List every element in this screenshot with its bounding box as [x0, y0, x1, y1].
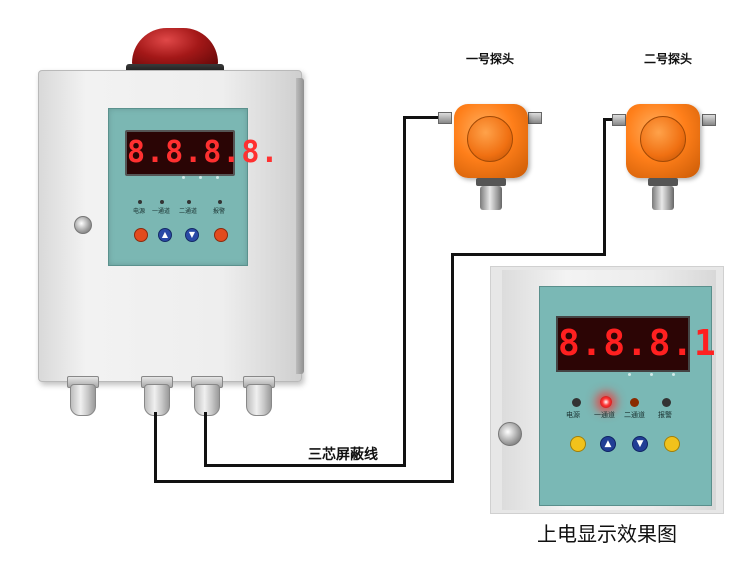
wire-label: 三芯屏蔽线 [308, 444, 378, 464]
display-indicator-dot [216, 176, 219, 179]
channel1-led [160, 200, 164, 204]
inset-display: 8.8.8.1 [556, 316, 690, 372]
display-indicator-dot [199, 176, 202, 179]
channel2-led [187, 200, 191, 204]
wire-segment [403, 116, 406, 467]
detector-nut [476, 178, 506, 186]
channel1-label: 一通道 [152, 206, 170, 215]
channel1-label: 一通道 [594, 410, 615, 420]
up-arrow-icon[interactable]: ▲ [600, 436, 616, 452]
detector-port [612, 114, 626, 126]
power-led [572, 398, 581, 407]
key-lock-icon [74, 216, 92, 234]
detector-2-cap [640, 116, 686, 162]
detector-1-sensor [480, 186, 502, 210]
detector-port [528, 112, 542, 124]
inset-caption: 上电显示效果图 [537, 518, 677, 547]
display-indicator-dot [182, 176, 185, 179]
detector-2-label: 二号探头 [644, 50, 692, 67]
display-indicator-dot [628, 373, 631, 376]
wire-segment [204, 412, 207, 466]
detector-port [438, 112, 452, 124]
cable-gland [246, 384, 272, 416]
alarm-label: 报警 [658, 410, 672, 420]
down-arrow-icon[interactable]: ▼ [632, 436, 648, 452]
wire-segment [204, 464, 406, 467]
display-indicator-dot [650, 373, 653, 376]
cable-gland [194, 384, 220, 416]
alarm-beacon [132, 28, 218, 68]
cable-gland [70, 384, 96, 416]
detector-1-label: 一号探头 [466, 50, 514, 67]
power-button-icon[interactable] [134, 228, 148, 242]
channel1-led-active [600, 396, 612, 408]
cabinet-side [296, 78, 304, 374]
display-indicator-dot [672, 373, 675, 376]
key-lock-icon [498, 422, 522, 446]
detector-nut [648, 178, 678, 186]
detector-1-cap [467, 116, 513, 162]
channel2-label: 二通道 [179, 206, 197, 215]
detector-2-sensor [652, 186, 674, 210]
power-led [138, 200, 142, 204]
channel2-label: 二通道 [624, 410, 645, 420]
power-label: 电源 [133, 206, 145, 215]
detector-port [702, 114, 716, 126]
power-button-icon[interactable] [570, 436, 586, 452]
power-label: 电源 [566, 410, 580, 420]
wire-segment [603, 118, 606, 256]
alarm-led [662, 398, 671, 407]
alarm-label: 报警 [213, 206, 225, 215]
channel2-led [630, 398, 639, 407]
confirm-button-icon[interactable] [214, 228, 228, 242]
wire-segment [403, 116, 443, 119]
wire-segment [451, 253, 606, 256]
wire-segment [451, 253, 454, 483]
alarm-led [218, 200, 222, 204]
wire-segment [154, 480, 454, 483]
controller-display: 8.8.8.8. [125, 130, 235, 176]
confirm-button-icon[interactable] [664, 436, 680, 452]
up-arrow-icon[interactable]: ▲ [158, 228, 172, 242]
cable-gland [144, 384, 170, 416]
down-arrow-icon[interactable]: ▼ [185, 228, 199, 242]
wire-segment [154, 412, 157, 482]
